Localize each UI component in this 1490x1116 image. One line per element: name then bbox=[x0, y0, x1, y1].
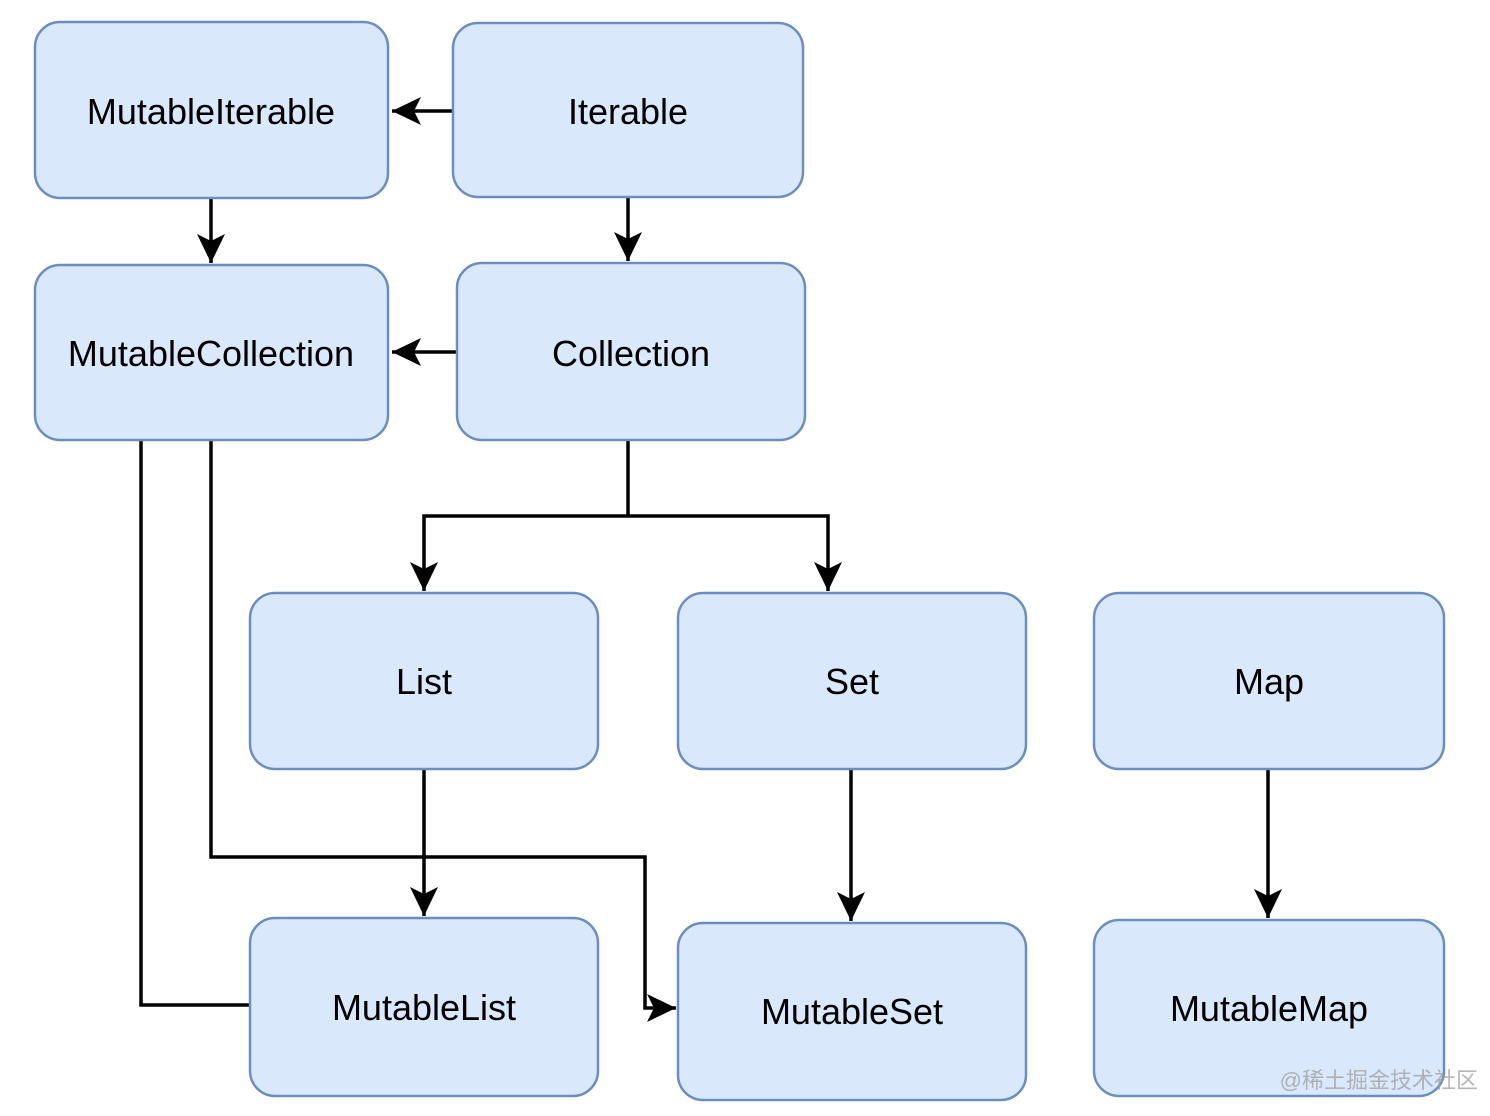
node-box bbox=[248, 916, 600, 1098]
node-label: MutableCollection bbox=[68, 333, 354, 374]
node-label: Map bbox=[1234, 661, 1304, 702]
node-mutable-map: MutableMap bbox=[1092, 918, 1446, 1098]
edge-collection-to-list bbox=[410, 514, 628, 591]
node-list: List bbox=[248, 591, 600, 771]
node-box bbox=[248, 591, 600, 771]
node-label: MutableSet bbox=[761, 991, 943, 1032]
node-box bbox=[676, 921, 1028, 1102]
node-box bbox=[676, 591, 1028, 771]
node-box bbox=[455, 261, 807, 442]
node-label: Iterable bbox=[568, 91, 688, 132]
watermark: @稀土掘金技术社区 bbox=[1280, 1068, 1478, 1093]
node-box bbox=[33, 20, 390, 200]
node-map: Map bbox=[1092, 591, 1446, 771]
node-box bbox=[1092, 918, 1446, 1098]
edge-mutablecollection-to-mutablelist bbox=[139, 440, 250, 1007]
node-box bbox=[33, 263, 390, 442]
node-iterable: Iterable bbox=[451, 21, 805, 199]
node-label: Set bbox=[825, 661, 879, 702]
node-label: Collection bbox=[552, 333, 710, 374]
node-set: Set bbox=[676, 591, 1028, 771]
edge-collection-to-set bbox=[628, 514, 842, 591]
node-box bbox=[1092, 591, 1446, 771]
node-label: MutableList bbox=[332, 987, 516, 1028]
node-label: MutableIterable bbox=[87, 91, 335, 132]
node-collection: Collection bbox=[455, 261, 807, 442]
edge-mutablecollection-to-mutableset bbox=[209, 440, 676, 1022]
node-mutable-iterable: MutableIterable bbox=[33, 20, 390, 200]
node-box bbox=[451, 21, 805, 199]
node-mutable-collection: MutableCollection bbox=[33, 263, 390, 442]
edges bbox=[139, 97, 1282, 1022]
node-mutable-set: MutableSet bbox=[676, 921, 1028, 1102]
node-label: MutableMap bbox=[1170, 988, 1368, 1029]
node-label: List bbox=[396, 661, 452, 702]
node-mutable-list: MutableList bbox=[248, 916, 600, 1098]
